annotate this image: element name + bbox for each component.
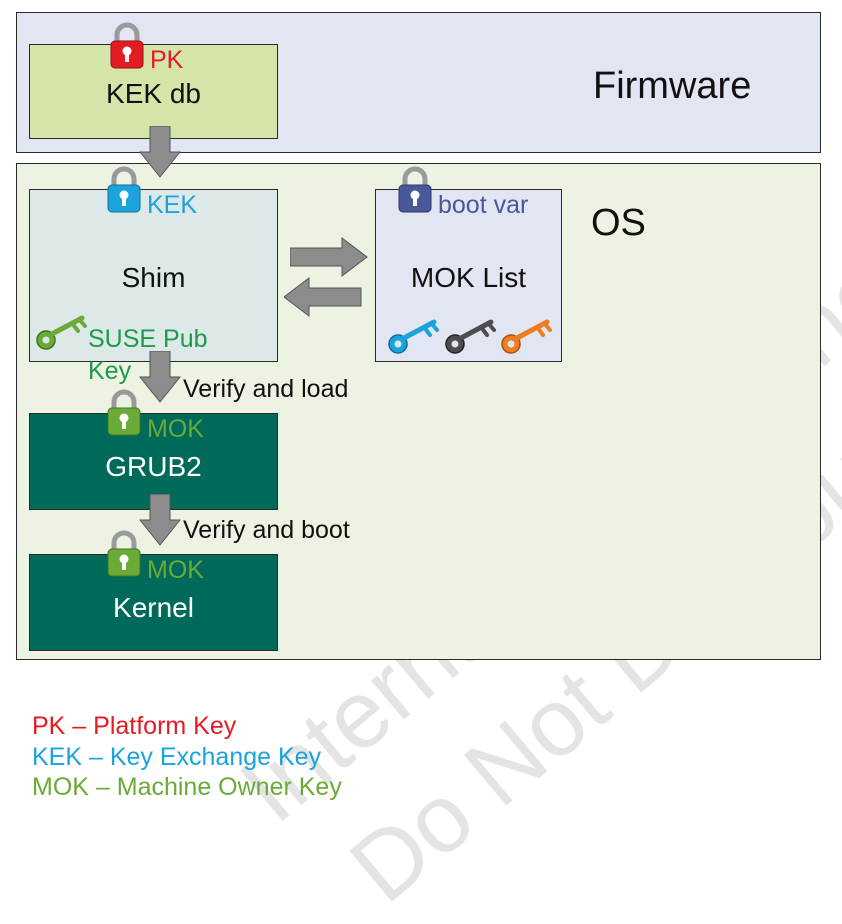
arrow-grub-to-kernel (139, 494, 181, 546)
gray-key-icon (445, 319, 496, 354)
legend-kek: KEK – Key Exchange Key (32, 743, 322, 771)
arrow-mok-to-shim (284, 277, 362, 317)
green-padlock-icon (107, 530, 141, 577)
arrow-kekdb-to-shim (139, 126, 181, 178)
kernel-mok-lock-tag: MOK (147, 556, 204, 584)
kek-lock-tag: KEK (147, 191, 198, 219)
arrow-shim-to-mok (290, 237, 368, 277)
blue-padlock-icon (107, 166, 141, 213)
shim-label: Shim (121, 262, 186, 293)
legend-pk: PK – Platform Key (32, 712, 237, 740)
verify-and-load-label: Verify and load (183, 375, 349, 403)
pk-lock-tag: PK (150, 46, 184, 74)
arrow-shim-to-grub (139, 351, 181, 403)
orange-key-icon (501, 319, 552, 354)
red-padlock-icon (110, 22, 144, 69)
green-key-icon (36, 315, 87, 350)
firmware-title: Firmware (593, 65, 752, 107)
shim-box: Shim (29, 189, 278, 362)
os-title: OS (591, 202, 646, 244)
kek-db-label: KEK db (106, 78, 201, 109)
blue-key-icon (388, 319, 439, 354)
mok-list-label: MOK List (410, 262, 527, 293)
grub2-label: GRUB2 (105, 451, 202, 482)
green-padlock-icon (107, 389, 141, 436)
suse-key-label-line-1: SUSE Pub (88, 325, 208, 353)
grub-mok-lock-tag: MOK (147, 415, 204, 443)
kernel-label: Kernel (113, 592, 194, 623)
boot-var-lock-tag: boot var (438, 191, 529, 219)
legend-mok: MOK – Machine Owner Key (32, 773, 342, 801)
navy-padlock-icon (398, 166, 432, 213)
kek-db-box: KEK db (29, 44, 278, 139)
suse-key-label-line-2: Key (88, 357, 132, 385)
kernel-box: Kernel (29, 554, 278, 651)
verify-and-boot-label: Verify and boot (183, 516, 350, 544)
